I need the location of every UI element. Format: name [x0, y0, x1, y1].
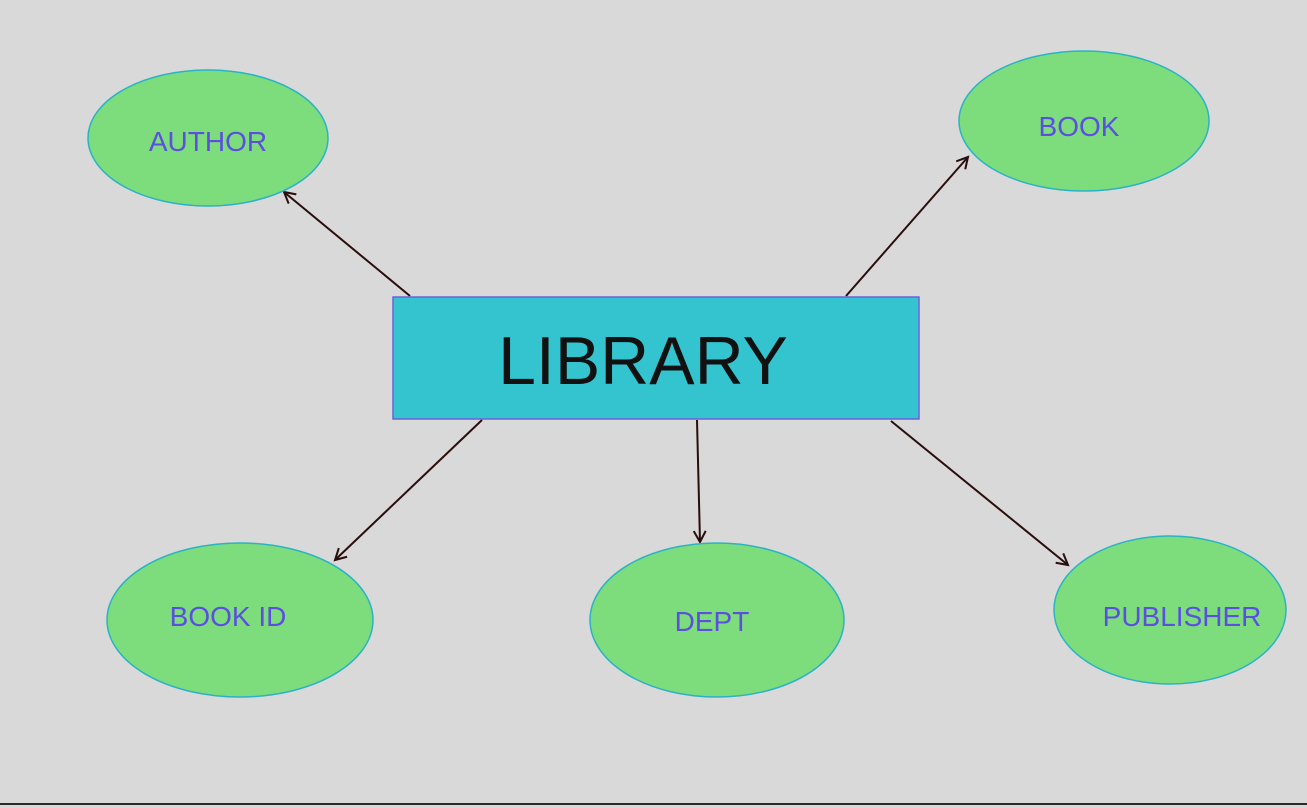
book-ellipse [958, 50, 1210, 192]
arrow-to-book-id [335, 419, 483, 560]
arrow-to-dept [697, 419, 700, 542]
author-ellipse [87, 69, 329, 207]
book-id-ellipse [106, 542, 374, 698]
publisher-ellipse [1053, 535, 1287, 685]
library-entity[interactable]: LIBRARY [392, 296, 920, 420]
node-book[interactable]: BOOK [958, 50, 1210, 192]
arrow-to-book [845, 157, 968, 297]
bottom-divider [0, 803, 1307, 805]
node-book-id[interactable]: BOOK ID [106, 542, 374, 698]
node-dept[interactable]: DEPT [589, 542, 845, 698]
library-label: LIBRARY [498, 323, 788, 399]
node-author[interactable]: AUTHOR [87, 69, 329, 207]
book-label: BOOK [1039, 111, 1120, 142]
arrow-to-author [284, 192, 411, 297]
publisher-label: PUBLISHER [1103, 601, 1262, 632]
node-publisher[interactable]: PUBLISHER [1053, 535, 1287, 685]
dept-label: DEPT [675, 606, 750, 637]
arrow-to-publisher [890, 420, 1068, 565]
author-label: AUTHOR [149, 126, 267, 157]
dept-ellipse [589, 542, 845, 698]
library-box [392, 296, 920, 420]
book-id-label: BOOK ID [170, 601, 287, 632]
